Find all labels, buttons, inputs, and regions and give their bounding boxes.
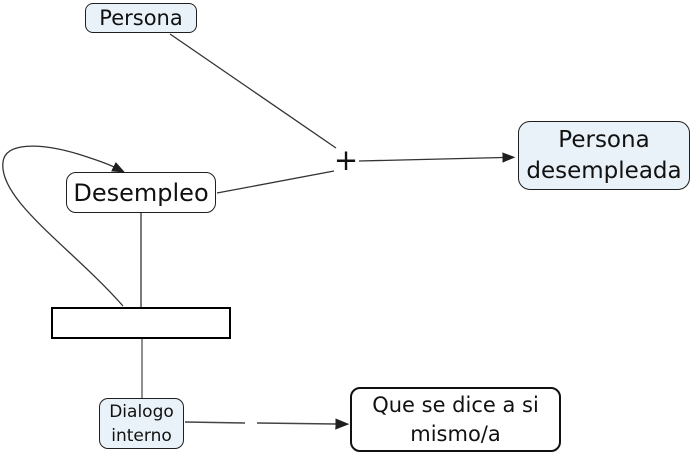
edge-desempleo-to-plus[interactable] [216,170,335,194]
node-dialogo-interno-label: Dialogo interno [109,401,174,446]
plus-junction[interactable]: + [330,143,362,177]
node-persona-desempleada-label: Persona desempleada [526,126,682,184]
edge-persona-to-plus[interactable] [169,33,337,149]
edge-emptybox-to-desempleo-curved[interactable] [2,145,126,307]
node-persona-label: Persona [99,5,183,30]
edge-dialogo-to-quesedice-dash1[interactable] [184,421,246,424]
node-persona-desempleada[interactable]: Persona desempleada [518,121,690,190]
edge-dialogo-to-quesedice-dash2[interactable] [256,418,350,430]
node-desempleo[interactable]: Desempleo [66,172,216,213]
node-desempleo-label: Desempleo [73,178,209,207]
node-persona[interactable]: Persona [85,3,197,33]
node-que-se-dice-label: Que se dice a si mismo/a [372,392,539,446]
node-dialogo-interno[interactable]: Dialogo interno [99,398,184,449]
plus-junction-label: + [333,143,359,177]
node-empty-box[interactable] [51,307,231,339]
node-que-se-dice[interactable]: Que se dice a si mismo/a [350,387,561,452]
edge-plus-to-persona-desempleada[interactable] [358,152,516,163]
